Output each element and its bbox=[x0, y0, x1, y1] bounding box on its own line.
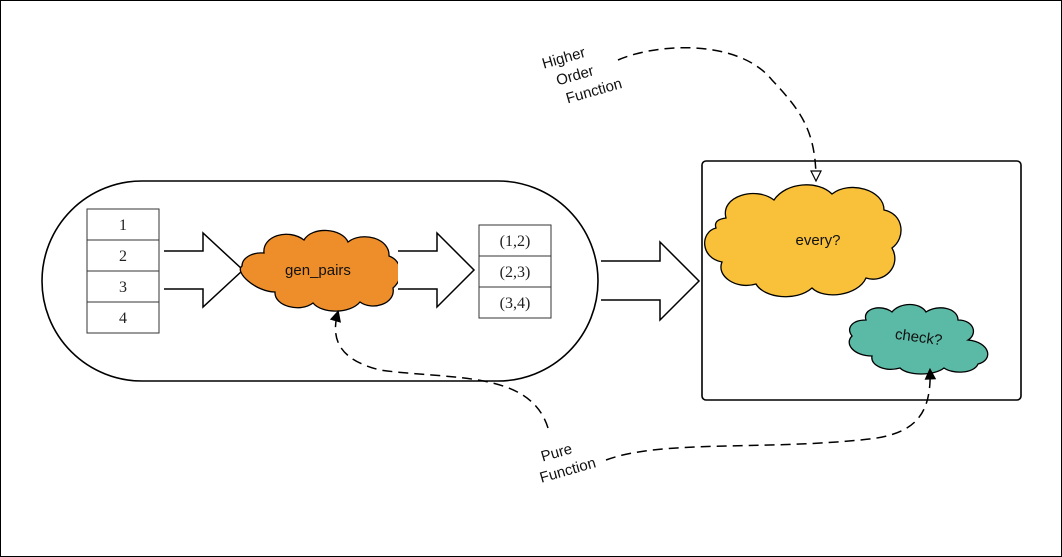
dashed-connector bbox=[335, 312, 549, 429]
list-cell bbox=[86, 239, 160, 272]
gen-pairs-label: gen_pairs bbox=[285, 262, 351, 279]
list-cell bbox=[86, 208, 160, 241]
list-value: 3 bbox=[119, 279, 127, 296]
higher-order-annotation: Higher Order Function bbox=[540, 44, 816, 180]
pair-value: (3,4) bbox=[500, 295, 531, 312]
dashed-connector bbox=[605, 370, 930, 461]
input-list: 1 2 3 4 bbox=[86, 208, 160, 334]
list-cell bbox=[478, 255, 552, 288]
list-cell bbox=[86, 301, 160, 334]
dashed-connector bbox=[617, 46, 816, 180]
list-value: 4 bbox=[119, 310, 127, 327]
list-value: 1 bbox=[119, 217, 127, 234]
every-cloud: every? bbox=[704, 184, 902, 298]
flow-arrow-icon bbox=[398, 231, 476, 309]
flow-arrow-icon bbox=[601, 240, 701, 322]
pair-value: (2,3) bbox=[500, 264, 531, 281]
every-shape bbox=[704, 184, 902, 298]
check-cloud: check? bbox=[848, 303, 989, 375]
pair-value: (1,2) bbox=[500, 233, 531, 250]
check-label: check? bbox=[894, 326, 943, 349]
pairs-list: (1,2) (2,3) (3,4) bbox=[478, 224, 552, 319]
gen-pairs-cloud: gen_pairs bbox=[239, 229, 402, 312]
every-label: every? bbox=[795, 232, 840, 249]
check-shape bbox=[848, 303, 989, 375]
list-cell bbox=[478, 286, 552, 319]
gen-pairs-shape bbox=[239, 229, 402, 312]
list-value: 2 bbox=[119, 248, 127, 265]
